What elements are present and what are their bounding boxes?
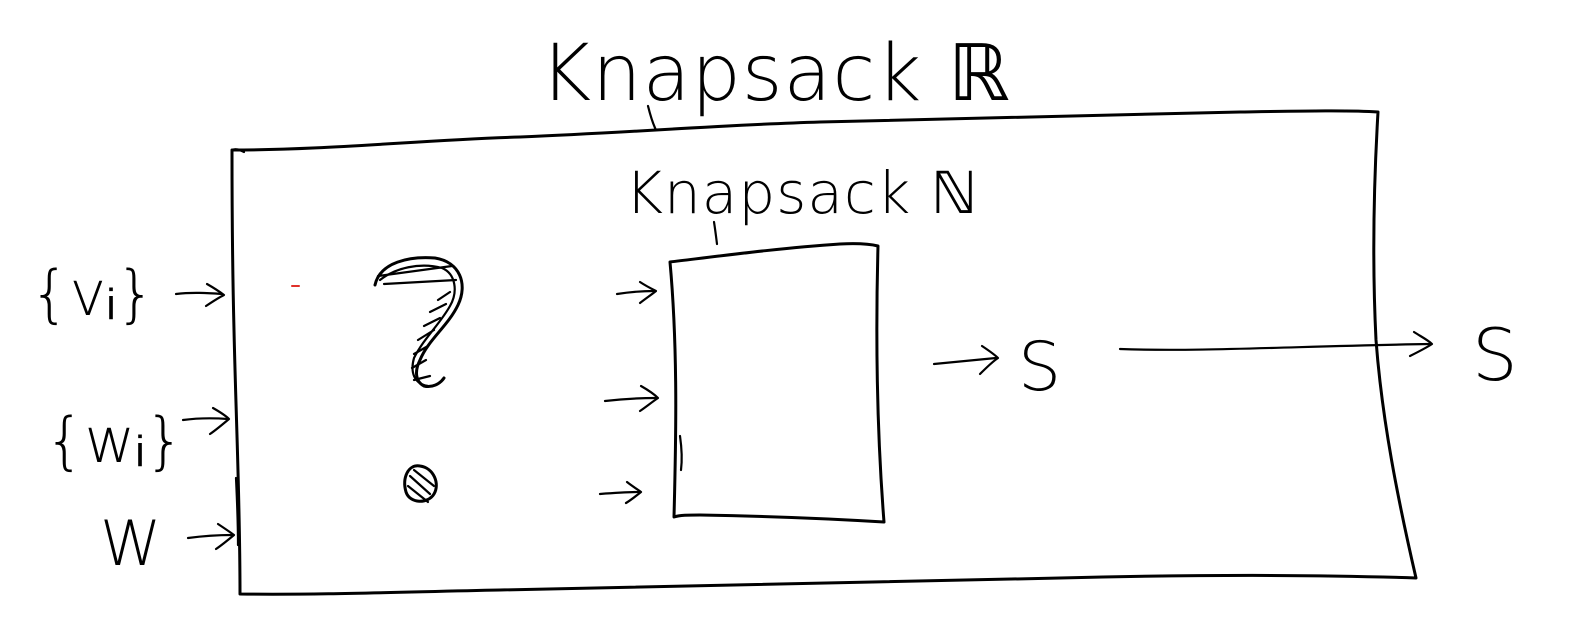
input-capacity-label: W bbox=[100, 507, 161, 580]
arrow-weights-in bbox=[181, 406, 231, 436]
inner-box-left-extra-stroke bbox=[678, 434, 683, 472]
arrow-inner-out bbox=[932, 344, 1000, 376]
inner-box-title: Knapsack ℕ bbox=[625, 159, 978, 227]
outer-box-title: Knapsack ℝ bbox=[540, 29, 1011, 119]
input-weights-label: {wᵢ} bbox=[45, 404, 184, 477]
arrow-capacity-in bbox=[186, 522, 236, 551]
question-mark bbox=[373, 256, 464, 504]
inner-box bbox=[668, 242, 886, 524]
outer-output-label: S bbox=[1472, 313, 1518, 397]
arrow-values-in bbox=[174, 282, 226, 308]
outer-box bbox=[230, 109, 1418, 596]
arrow-inner-in-2 bbox=[603, 384, 660, 413]
outer-box-hook bbox=[230, 148, 246, 154]
arrow-outer-out bbox=[1118, 330, 1434, 358]
outer-title-connector bbox=[646, 104, 658, 132]
question-mark-text: ? bbox=[0, 0, 1, 1]
input-values-label: {vᵢ} bbox=[30, 257, 155, 330]
arrow-inner-in-3 bbox=[598, 480, 643, 505]
arrow-inner-in-1 bbox=[615, 280, 658, 305]
inner-title-connector bbox=[712, 220, 719, 246]
outer-box-left-extra-stroke bbox=[234, 476, 240, 547]
inner-output-label: S bbox=[1018, 328, 1061, 407]
